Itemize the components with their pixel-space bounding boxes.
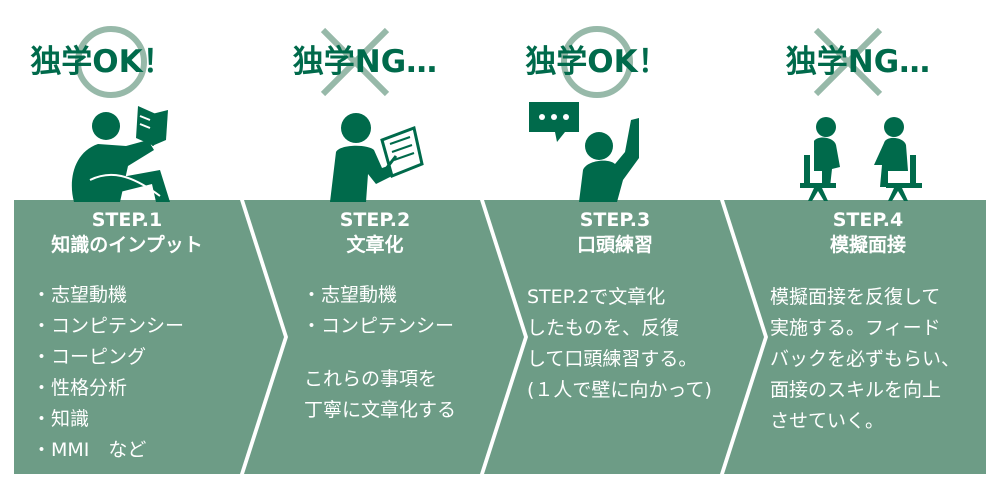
list-item: 知識 [32,404,184,435]
step-1-header: STEP.1 知識のインプット [14,208,240,258]
two-people-interview-icon [800,117,922,201]
step-title: 口頭練習 [576,234,653,256]
list-item: コンピテンシー [32,311,184,342]
step-2-header: STEP.2 文章化 [270,208,480,258]
list-item: 性格分析 [32,373,184,404]
verdict-step-1: 独学OK！ [0,26,222,98]
step-3-header: STEP.3 口頭練習 [510,208,720,258]
verdict-step-4: 独学NG… [738,27,978,97]
step-1-bullets: 志望動機 コンピテンシー コーピング 性格分析 知識 MMI など [32,280,184,466]
step-4-header: STEP.4 模擬面接 [750,208,986,258]
step-title: 文章化 [346,234,404,256]
step-label: STEP.2 [339,209,411,231]
step-4-note: 模擬面接を反復して 実施する。フィード バックを必ずもらい、 面接のスキルを向上… [770,286,961,432]
step-title: 知識のインプット [51,234,203,256]
step-3-note: STEP.2で文章化 したものを、反復 して口頭練習する。 (１人で壁に向かって… [527,286,712,401]
circle-mark-icon [561,26,633,98]
list-item: 志望動機 [32,280,184,311]
panel-step-4 [724,200,986,474]
list-item: MMI など [32,435,184,466]
list-item: コンピテンシー [302,311,454,342]
verdict-step-2: 独学NG… [245,27,485,97]
step-2-bullets: 志望動機 コンピテンシー [302,280,454,342]
panel-step-3 [484,200,764,474]
list-item: コーピング [32,342,184,373]
cross-mark-icon [320,27,390,97]
verdict-step-3: 独学OK！ [477,26,717,98]
step-2-note: これらの事項を 丁寧に文章化する [304,368,457,421]
list-item: 志望動機 [302,280,454,311]
person-writing-notes-icon [330,113,424,202]
person-speaking-raised-hand-icon [529,102,639,202]
step-label: STEP.1 [91,209,163,231]
person-reading-book-icon [71,106,170,202]
step-label: STEP.3 [579,209,651,231]
cross-mark-icon [813,27,883,97]
circle-mark-icon [75,26,147,98]
step-title: 模擬面接 [829,234,906,256]
step-label: STEP.4 [832,209,904,231]
